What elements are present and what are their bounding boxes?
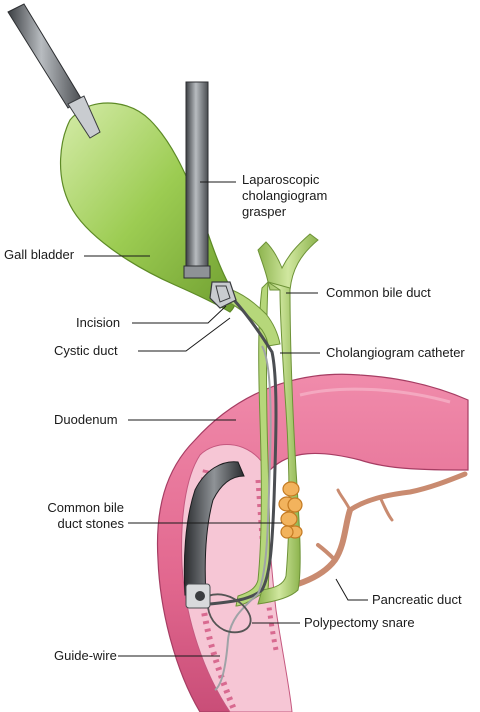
leader-cystic-duct <box>138 317 231 352</box>
label-gall-bladder: Gall bladder <box>4 247 75 262</box>
leader-pancreatic-duct <box>335 578 368 601</box>
cholangiogram-catheter-line <box>209 299 278 606</box>
label-duodenum: Duodenum <box>54 412 118 427</box>
leader-incision <box>132 305 227 324</box>
bile-duct-stones <box>278 481 303 539</box>
polypectomy-snare-loop <box>206 593 252 634</box>
label-pancreatic-duct: Pancreatic duct <box>372 592 462 607</box>
gall-bladder-shape <box>60 102 237 313</box>
label-incision: Incision <box>76 315 121 330</box>
guide-wire-line <box>214 345 272 691</box>
label-cystic-duct: Cystic duct <box>54 343 118 358</box>
label-guide-wire: Guide-wire <box>54 648 117 663</box>
leader-lines <box>84 181 368 657</box>
label-common-bile-duct-stones: Common bile duct stones <box>47 500 124 531</box>
cholangiogram-grasper <box>183 81 237 309</box>
label-laparoscopic-grasper: Laparoscopic cholangiogram grasper <box>242 172 328 219</box>
label-cholangiogram-catheter: Cholangiogram catheter <box>326 345 465 360</box>
grasper-instrument-left <box>7 3 101 139</box>
label-polypectomy-snare: Polypectomy snare <box>304 615 415 630</box>
label-common-bile-duct: Common bile duct <box>326 285 431 300</box>
endoscope <box>183 461 245 609</box>
